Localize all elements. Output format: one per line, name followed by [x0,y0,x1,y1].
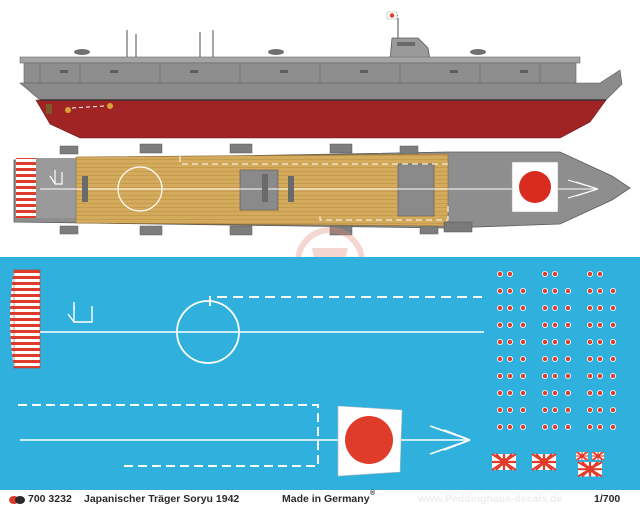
made-in-label: Made in Germany [282,493,370,505]
decal-sheet-markings [10,269,617,478]
registered-mark: ® [370,490,376,497]
decal-sheet [0,257,640,490]
ship-side-profile [19,11,623,139]
peddinghaus-logo-icon [9,496,25,504]
product-title: Japanischer Träger Soryu 1942 [84,493,240,505]
product-code: 700 3232 [28,493,72,505]
decal-sheet-footer: 700 3232 Japanischer Träger Soryu 1942 M… [0,490,640,512]
ship-top-view [13,143,631,236]
website-link[interactable]: www.Peddinghaus-decals.de [418,493,563,505]
scale-label: 1/700 [594,493,621,505]
